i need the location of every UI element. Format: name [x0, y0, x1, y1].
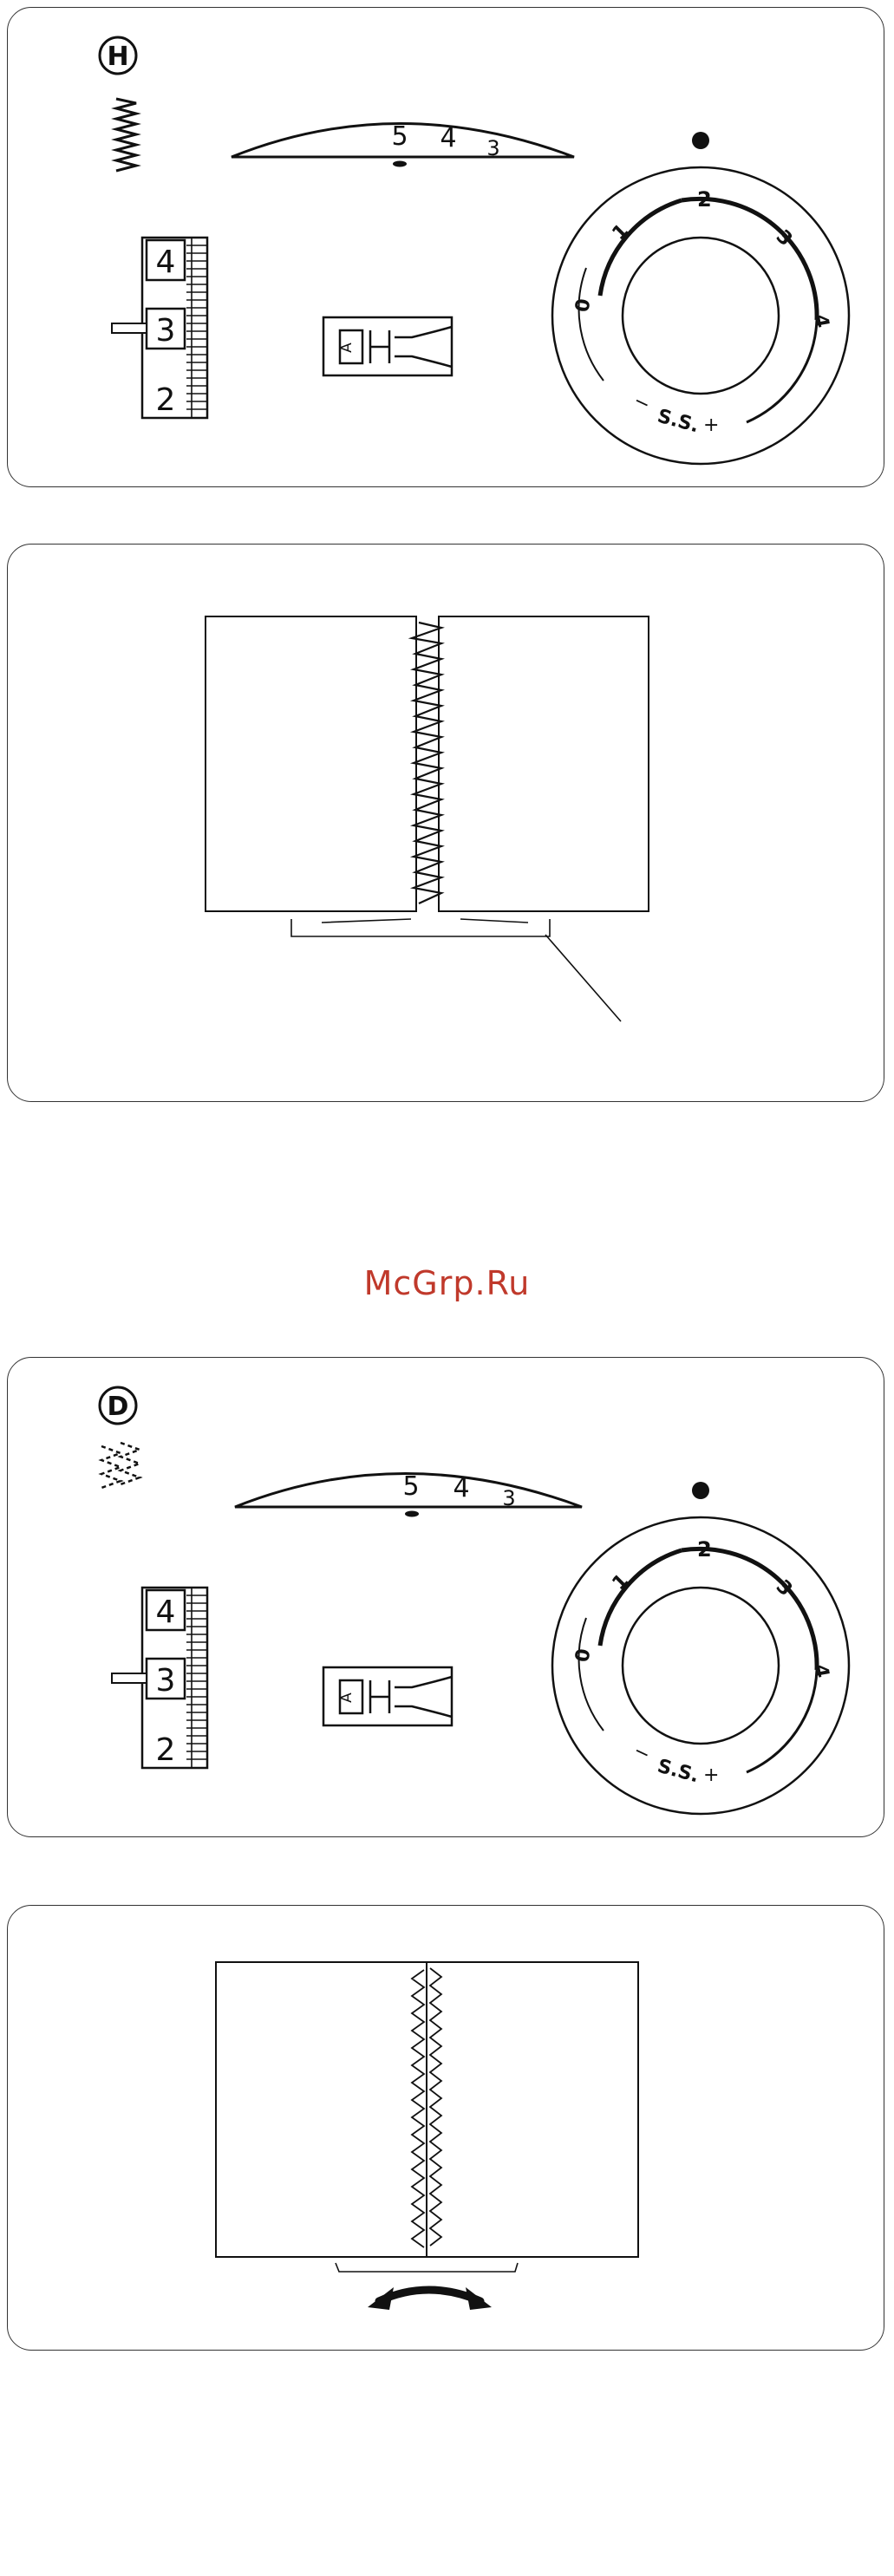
- svg-text:3: 3: [502, 1486, 515, 1510]
- double-zigzag-icon: [101, 1443, 140, 1488]
- pattern-h-sewing-illustration: [7, 544, 884, 1102]
- width-indicator-pointer: [112, 323, 147, 333]
- svg-text:−: −: [630, 390, 653, 416]
- pattern-letter: H: [107, 42, 128, 72]
- svg-text:0: 0: [571, 297, 595, 314]
- svg-text:2: 2: [156, 1732, 176, 1768]
- width-indicator-pointer: [112, 1673, 147, 1683]
- thread-tension-dial: 0 1 2 3 4 − S.S. +: [552, 1482, 849, 1814]
- presser-foot-outline: [291, 919, 621, 1021]
- svg-text:0: 0: [571, 1647, 595, 1664]
- overlapped-seam-illustration: [8, 1906, 885, 2351]
- svg-text:2: 2: [697, 187, 712, 212]
- watermark-text: McGrp.Ru: [0, 1264, 894, 1302]
- svg-text:3: 3: [156, 1663, 176, 1699]
- svg-text:−: −: [630, 1740, 653, 1766]
- svg-text:S.S.: S.S.: [655, 1756, 701, 1788]
- thread-tension-dial: 0 1 2 3 4 − S.S. +: [552, 132, 849, 464]
- svg-text:A: A: [338, 342, 356, 353]
- svg-text:2: 2: [697, 1537, 712, 1562]
- tension-indicator-dot: [692, 1482, 709, 1499]
- svg-text:1: 1: [609, 220, 634, 245]
- length-indicator-mark: [393, 161, 407, 167]
- svg-text:4: 4: [453, 1473, 469, 1503]
- svg-text:S.S.: S.S.: [655, 406, 701, 438]
- pattern-d-settings-panel: D 5 4 3 4 3 2 A: [7, 1357, 884, 1837]
- presser-foot-outline: [336, 2263, 518, 2272]
- presser-foot-a-icon: A: [323, 317, 452, 375]
- three-step-zigzag-icon: [116, 99, 136, 171]
- svg-text:3: 3: [486, 136, 499, 160]
- svg-text:2: 2: [156, 382, 176, 418]
- pattern-h-settings-panel: H 5 4 3 4 3 2: [7, 7, 884, 487]
- length-indicator-mark: [405, 1511, 419, 1517]
- settings-illustration: D 5 4 3 4 3 2 A: [8, 1358, 885, 1838]
- svg-text:5: 5: [391, 121, 408, 152]
- svg-text:A: A: [338, 1692, 356, 1703]
- svg-text:1: 1: [609, 1570, 634, 1595]
- svg-text:4: 4: [156, 1595, 176, 1630]
- svg-text:4: 4: [156, 245, 176, 280]
- svg-text:+: +: [703, 1764, 719, 1786]
- stitch-width-dial: 4 3 2: [112, 1588, 207, 1768]
- curved-double-arrow-icon: [368, 2287, 492, 2310]
- svg-text:4: 4: [809, 313, 832, 329]
- pattern-letter-badge: D: [100, 1387, 136, 1424]
- svg-text:+: +: [703, 414, 719, 436]
- stitch-width-dial: 4 3 2: [112, 238, 207, 418]
- right-fabric-piece: [439, 616, 649, 911]
- left-fabric-piece: [206, 616, 416, 911]
- svg-text:4: 4: [440, 123, 456, 153]
- pattern-letter: D: [108, 1392, 129, 1422]
- butted-seam-illustration: [8, 545, 885, 1103]
- pattern-d-sewing-illustration: [7, 1905, 884, 2351]
- tension-indicator-dot: [692, 132, 709, 149]
- svg-text:3: 3: [156, 313, 176, 349]
- settings-illustration: H 5 4 3 4 3 2: [8, 8, 885, 488]
- stitch-length-scale: 5 4 3: [232, 121, 574, 167]
- pattern-letter-badge: H: [100, 37, 136, 74]
- svg-text:5: 5: [402, 1471, 419, 1502]
- stitch-length-scale: 5 4 3: [235, 1471, 582, 1517]
- svg-text:4: 4: [809, 1663, 832, 1679]
- presser-foot-a-icon: A: [323, 1667, 452, 1725]
